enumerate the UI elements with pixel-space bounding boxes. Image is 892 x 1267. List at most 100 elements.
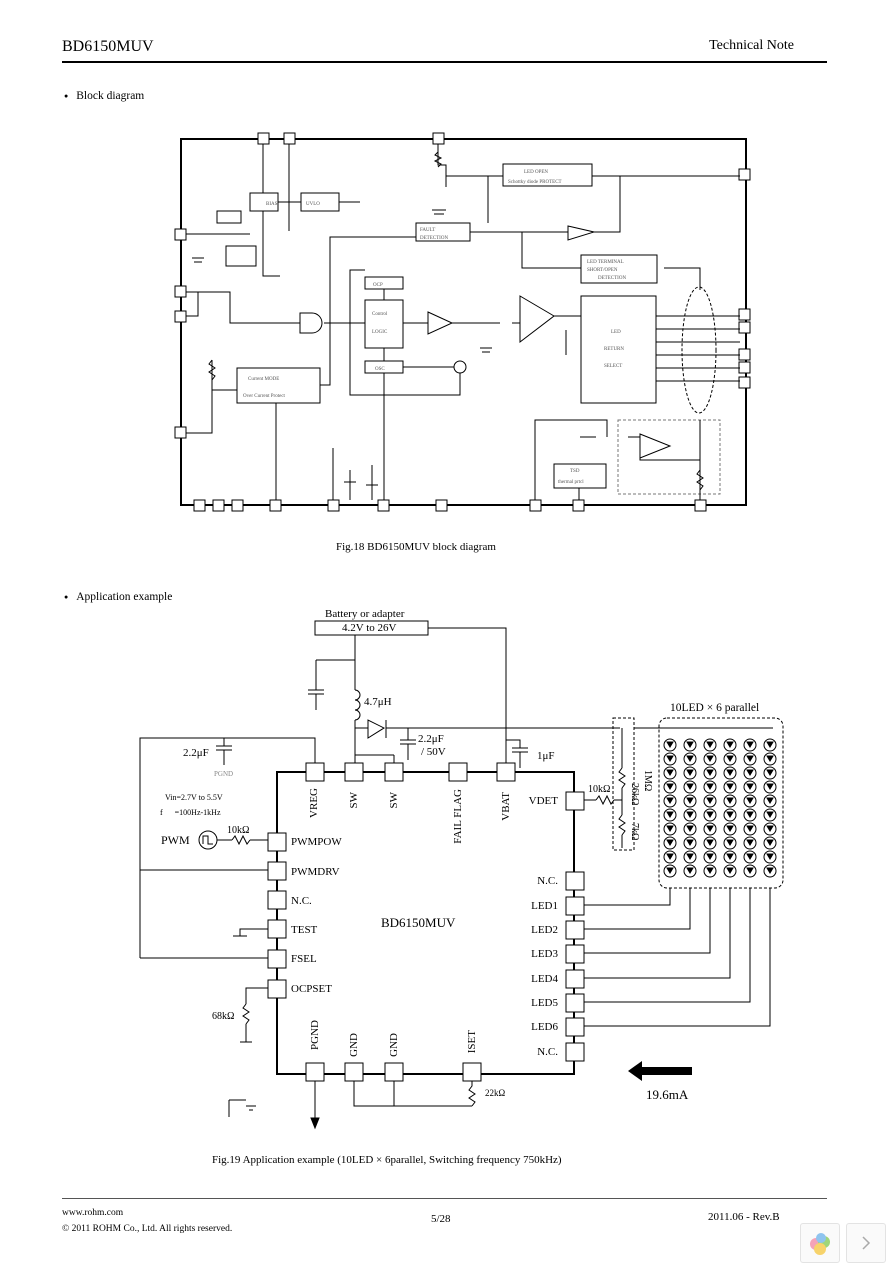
- led-diode-mark: [726, 783, 734, 790]
- r-iset-value: 22kΩ: [485, 1088, 506, 1098]
- next-page-button[interactable]: [846, 1223, 886, 1263]
- led-diode-mark: [666, 741, 674, 748]
- led-diode-mark: [726, 769, 734, 776]
- led-diode-mark: [726, 853, 734, 860]
- supply-label: Battery or adapter: [325, 608, 405, 620]
- cap-out-voltage: / 50V: [421, 746, 446, 758]
- r-pwm-value: 10kΩ: [227, 825, 250, 836]
- viewer-logo-button[interactable]: [800, 1223, 840, 1263]
- svg-text:TSD: TSD: [570, 469, 580, 474]
- led-diode-mark: [766, 867, 774, 874]
- freq-note: f =100Hz-1kHz: [160, 808, 221, 817]
- led-diode-mark: [666, 783, 674, 790]
- pin-nc-right-1: N.C.: [537, 875, 558, 887]
- cap-vreg-value: 2.2μF: [183, 747, 209, 759]
- led-diode-mark: [746, 755, 754, 762]
- led-diode-mark: [746, 811, 754, 818]
- led-diode-mark: [726, 839, 734, 846]
- pin-led6: LED6: [531, 1021, 558, 1033]
- led-diode-mark: [686, 797, 694, 804]
- inductor-value: 4.7μH: [364, 696, 392, 708]
- pin-iset: ISET: [466, 1030, 478, 1054]
- pin-pgnd: PGND: [309, 1020, 321, 1050]
- led-diode-mark: [766, 839, 774, 846]
- led-diode-mark: [746, 741, 754, 748]
- pin-gnd-1: GND: [348, 1033, 360, 1057]
- led-diode-mark: [686, 811, 694, 818]
- led-diode-mark: [746, 783, 754, 790]
- led-diode-mark: [766, 741, 774, 748]
- led-array-label: 10LED × 6 parallel: [670, 702, 760, 714]
- led-diode-mark: [686, 839, 694, 846]
- led-diode-mark: [766, 853, 774, 860]
- led-diode-mark: [726, 811, 734, 818]
- r-vdet-value: 10kΩ: [588, 784, 611, 795]
- led-diode-mark: [666, 853, 674, 860]
- led-diode-mark: [706, 811, 714, 818]
- pin-vreg: VREG: [308, 788, 320, 818]
- bd-short-label: LED TERMINAL: [587, 260, 624, 265]
- led-diode-mark: [706, 755, 714, 762]
- block-diagram-heading: Block diagram: [64, 90, 144, 102]
- cap-vbat-value: 1μF: [537, 750, 555, 762]
- pin-nc-left: N.C.: [291, 895, 312, 907]
- led-diode-mark: [766, 811, 774, 818]
- svg-text:SELECT: SELECT: [604, 364, 622, 369]
- led-diode-mark: [706, 839, 714, 846]
- r-ocp-value: 68kΩ: [212, 1011, 235, 1022]
- pin-fail-flag: FAIL FLAG: [452, 789, 464, 844]
- bd-uvlo-label: UVLO: [306, 202, 320, 207]
- led-matrix: [663, 738, 777, 878]
- svg-text:thermal prtcl: thermal prtcl: [558, 480, 584, 485]
- chevron-right-icon: [862, 1236, 871, 1250]
- bd-ledselect-label: LED: [611, 330, 621, 335]
- bd-control-label: Control: [372, 312, 388, 317]
- footer-revision: 2011.06 - Rev.B: [708, 1211, 780, 1223]
- led-diode-mark: [706, 853, 714, 860]
- svg-text:OCP: OCP: [373, 283, 383, 288]
- bd-ledopen-label: LED OPEN: [524, 170, 548, 175]
- led-diode-mark: [726, 741, 734, 748]
- led-diode-mark: [686, 825, 694, 832]
- svg-text:LOGIC: LOGIC: [372, 330, 388, 335]
- block-diagram-caption: Fig.18 BD6150MUV block diagram: [336, 541, 496, 553]
- cap-out-value: 2.2μF: [418, 733, 444, 745]
- led-diode-mark: [686, 867, 694, 874]
- led-diode-mark: [746, 797, 754, 804]
- led-diode-mark: [706, 797, 714, 804]
- footer-site[interactable]: www.rohm.com: [62, 1208, 124, 1218]
- pin-vbat: VBAT: [500, 792, 512, 821]
- pin-led2: LED2: [531, 924, 558, 936]
- pin-led4: LED4: [531, 973, 558, 985]
- pin-ocpset: OCPSET: [291, 983, 332, 995]
- led-diode-mark: [706, 741, 714, 748]
- pin-led3: LED3: [531, 948, 558, 960]
- pin-pwmpow: PWMPOW: [291, 836, 342, 848]
- app-example-heading: Application example: [64, 591, 172, 603]
- r-div-top-value: 1MΩ: [642, 770, 653, 792]
- pin-vdet: VDET: [528, 795, 558, 807]
- svg-text:Over Current Protect: Over Current Protect: [243, 394, 286, 399]
- led-diode-mark: [766, 797, 774, 804]
- supply-range: 4.2V to 26V: [342, 622, 397, 634]
- led-diode-mark: [766, 825, 774, 832]
- vin-note: Vin=2.7V to 5.5V: [165, 793, 223, 802]
- svg-text:DETECTION: DETECTION: [598, 276, 626, 281]
- ic-name: BD6150MUV: [381, 915, 456, 930]
- led-diode-mark: [666, 797, 674, 804]
- led-diode-mark: [686, 769, 694, 776]
- svg-text:RETURN: RETURN: [604, 347, 624, 352]
- led-diode-mark: [726, 825, 734, 832]
- led-diode-mark: [746, 839, 754, 846]
- bd-current-label: Current MODE: [248, 377, 279, 382]
- svg-text:Schottky diode PROTECT: Schottky diode PROTECT: [508, 180, 562, 185]
- current-value: 19.6mA: [646, 1087, 689, 1102]
- led-diode-mark: [766, 755, 774, 762]
- led-diode-mark: [746, 825, 754, 832]
- svg-text:OSC: OSC: [375, 367, 385, 372]
- bd-bias-label: BIAS: [266, 202, 278, 207]
- header-doc-type: Technical Note: [709, 38, 794, 53]
- led-diode-mark: [766, 783, 774, 790]
- pin-nc-right-2: N.C.: [537, 1046, 558, 1058]
- pgnd-note: PGND: [214, 770, 234, 778]
